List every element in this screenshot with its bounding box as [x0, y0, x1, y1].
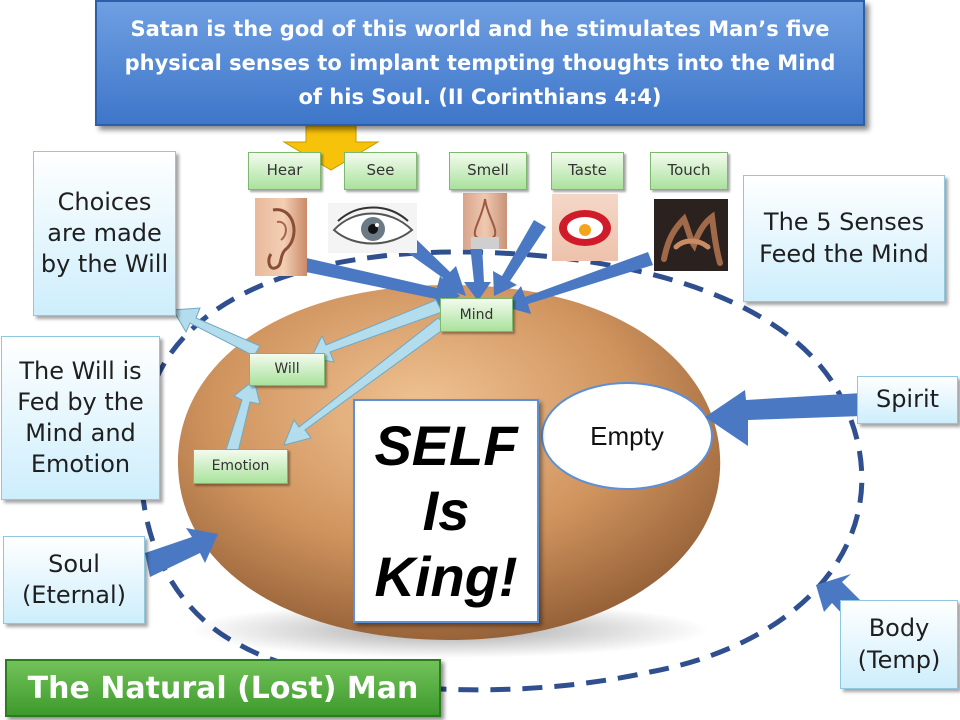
mouth-image	[552, 194, 618, 261]
taste-label: Taste	[551, 152, 624, 190]
emotion-node: Emotion	[193, 449, 288, 484]
spirit-empty-text: Empty	[590, 420, 664, 451]
mind-to-emotion-arrow	[283, 317, 449, 446]
spirit-arrow	[705, 390, 862, 446]
emotion-to-will-arrow	[225, 379, 261, 453]
choices-label: Choices are made by the Will	[33, 151, 176, 316]
soul-label: Soul (Eternal)	[3, 536, 145, 624]
ear-image	[255, 198, 307, 276]
see-to-mind-arrow	[401, 238, 466, 296]
self-is-king-box: SELF Is King!	[353, 399, 539, 623]
is-line: Is	[422, 479, 470, 543]
touch-label: Touch	[650, 152, 728, 190]
natural-man-title: The Natural (Lost) Man	[5, 659, 441, 717]
nose-image	[463, 193, 507, 249]
soul-arrow	[145, 528, 218, 577]
smell-to-mind-arrow	[464, 245, 491, 301]
will-node: Will	[249, 353, 325, 386]
mind-node: Mind	[440, 298, 513, 332]
spirit-label: Spirit	[857, 376, 958, 424]
will-to-choices-arrow	[172, 307, 261, 357]
king-line: King!	[374, 544, 518, 608]
scripture-banner: Satan is the god of this world and he st…	[95, 0, 865, 126]
touch-to-mind-arrow	[505, 252, 653, 314]
hear-to-mind-arrow	[302, 257, 460, 312]
senses-feed-mind-label: The 5 Senses Feed the Mind	[743, 175, 945, 302]
self-line: SELF	[374, 413, 518, 477]
banner-text: Satan is the god of this world and he st…	[124, 17, 836, 109]
see-label: See	[344, 152, 417, 190]
body-label: Body (Temp)	[840, 600, 958, 689]
taste-to-mind-arrow	[493, 220, 546, 296]
hear-label: Hear	[248, 152, 321, 190]
will-fed-label: The Will is Fed by the Mind and Emotion	[1, 336, 160, 500]
smell-label: Smell	[449, 152, 527, 190]
spirit-empty-circle	[541, 382, 713, 490]
eye-image	[328, 203, 417, 253]
hands-image	[654, 199, 728, 271]
